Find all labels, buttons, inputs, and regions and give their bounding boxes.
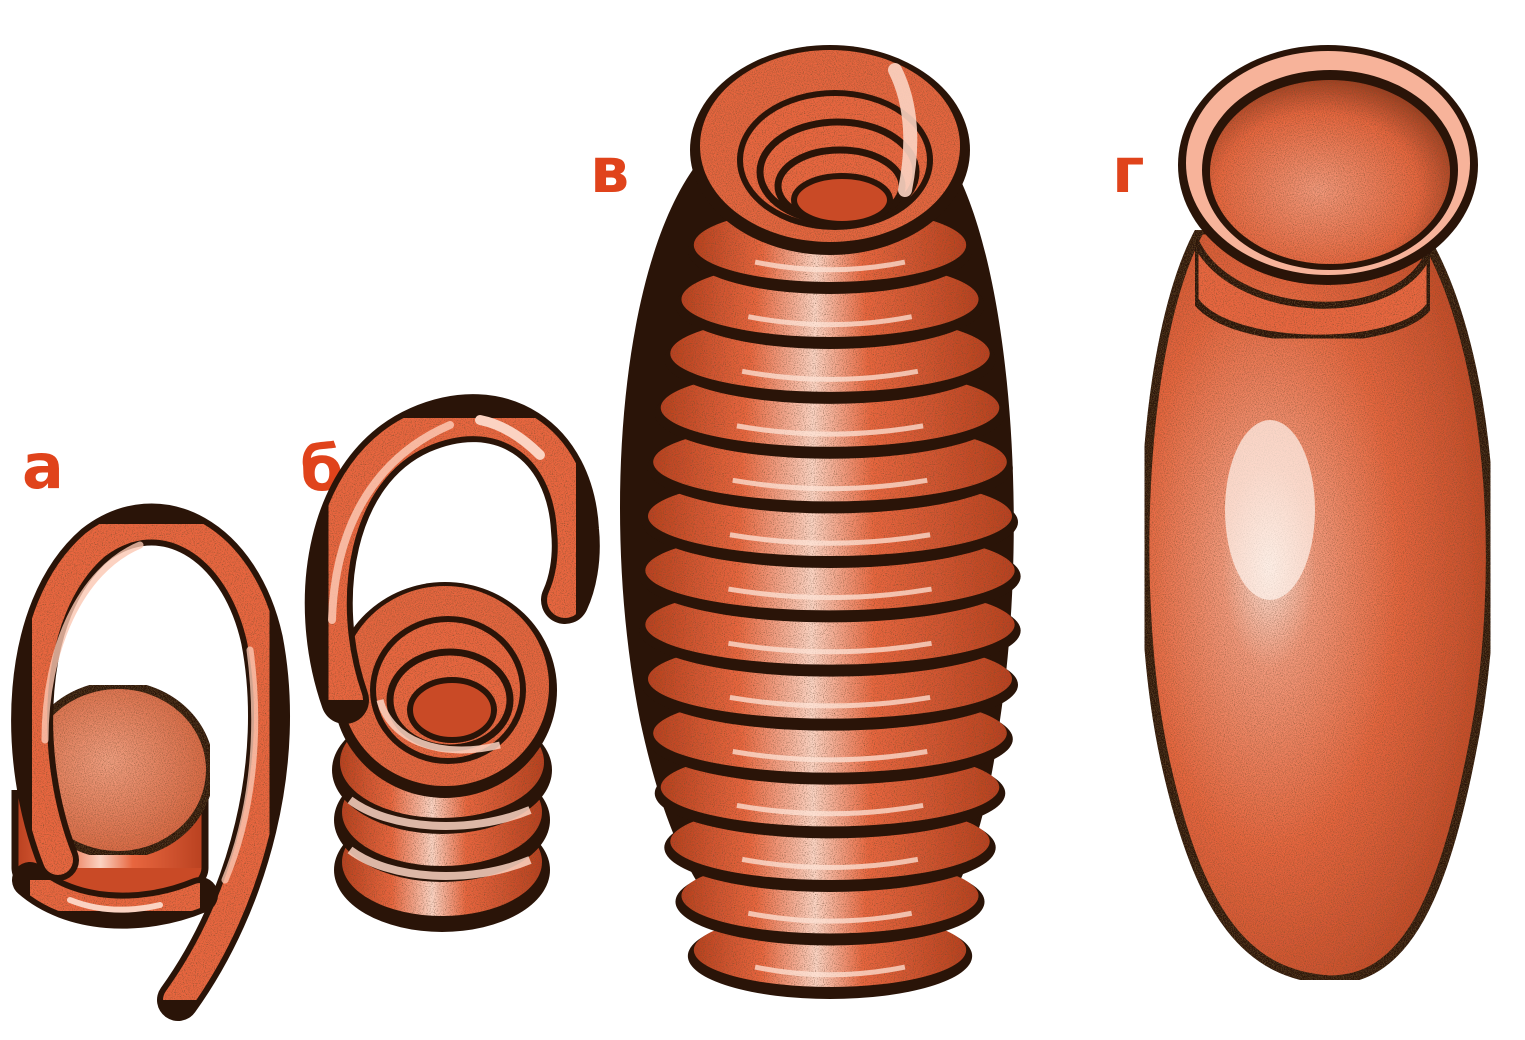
panel-a: а [15, 430, 269, 1000]
panel-c: в [590, 45, 1021, 999]
pot-coils [639, 208, 1020, 999]
panel-d-label: г [1112, 134, 1144, 207]
finished-pot [1145, 45, 1491, 980]
coiled-pot [620, 45, 1021, 999]
panel-b: б [300, 418, 576, 932]
panel-c-label: в [590, 134, 629, 207]
panel-a-label: а [22, 430, 64, 503]
panel-d: г [1112, 45, 1490, 980]
coil-stack-small [329, 418, 576, 932]
pot-rim [690, 45, 970, 255]
